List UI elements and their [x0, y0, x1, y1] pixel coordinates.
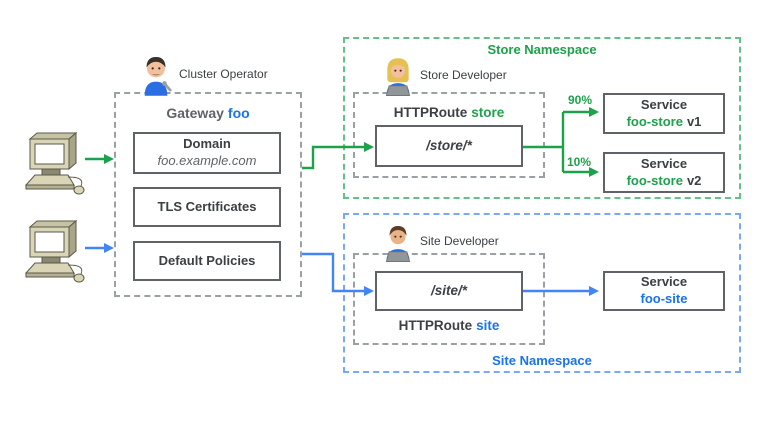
man-mechanic-icon — [144, 57, 172, 96]
cluster-operator-label: Cluster Operator — [179, 67, 268, 81]
gateway-name: foo — [227, 105, 250, 121]
service-v1-name: foo-store — [626, 113, 683, 129]
service-v1-version: v1 — [686, 113, 702, 129]
site-developer-label: Site Developer — [420, 234, 499, 248]
service-site-name: foo-site — [640, 291, 688, 306]
default-policies-card: Default Policies — [133, 241, 281, 281]
service-v2-title: Service — [640, 155, 688, 171]
service-v1-title: Service — [640, 96, 688, 112]
site-namespace-label: Site Namespace — [492, 353, 592, 368]
desktop-computer-icon — [24, 131, 85, 195]
tls-certificates-title: TLS Certificates — [157, 198, 257, 214]
gateway-title-prefix: Gateway — [166, 105, 224, 121]
service-site-title: Service — [640, 274, 688, 290]
woman-technologist-icon — [385, 58, 411, 96]
store-developer-label: Store Developer — [420, 68, 507, 82]
domain-card-value: foo.example.com — [157, 153, 257, 168]
desktop-computer-icon — [24, 219, 85, 283]
store-namespace-label: Store Namespace — [487, 42, 597, 57]
domain-card: Domain foo.example.com — [133, 132, 281, 174]
service-v2-version: v2 — [686, 172, 702, 188]
httproute-store-name: store — [471, 105, 505, 120]
store-weight-90: 90% — [568, 93, 593, 107]
store-path-text: /store/* — [426, 138, 472, 154]
httproute-store-prefix: HTTPRoute — [393, 105, 468, 120]
default-policies-title: Default Policies — [158, 252, 256, 268]
store-namespace-box: Store Namespace — [343, 37, 741, 199]
store-path-box: /store/* — [375, 125, 523, 167]
site-namespace-box: Site Namespace — [343, 213, 741, 373]
man-technologist-icon — [385, 226, 411, 262]
site-path-text: /site/* — [430, 283, 468, 299]
domain-card-title: Domain — [183, 136, 231, 152]
store-weight-10: 10% — [567, 155, 592, 169]
site-path-box: /site/* — [375, 271, 523, 311]
tls-certificates-card: TLS Certificates — [133, 187, 281, 227]
httproute-site-name: site — [476, 318, 500, 333]
httproute-site-prefix: HTTPRoute — [398, 318, 473, 333]
service-foo-site-box: Service foo-site — [603, 271, 725, 311]
service-v2-name: foo-store — [626, 172, 683, 188]
